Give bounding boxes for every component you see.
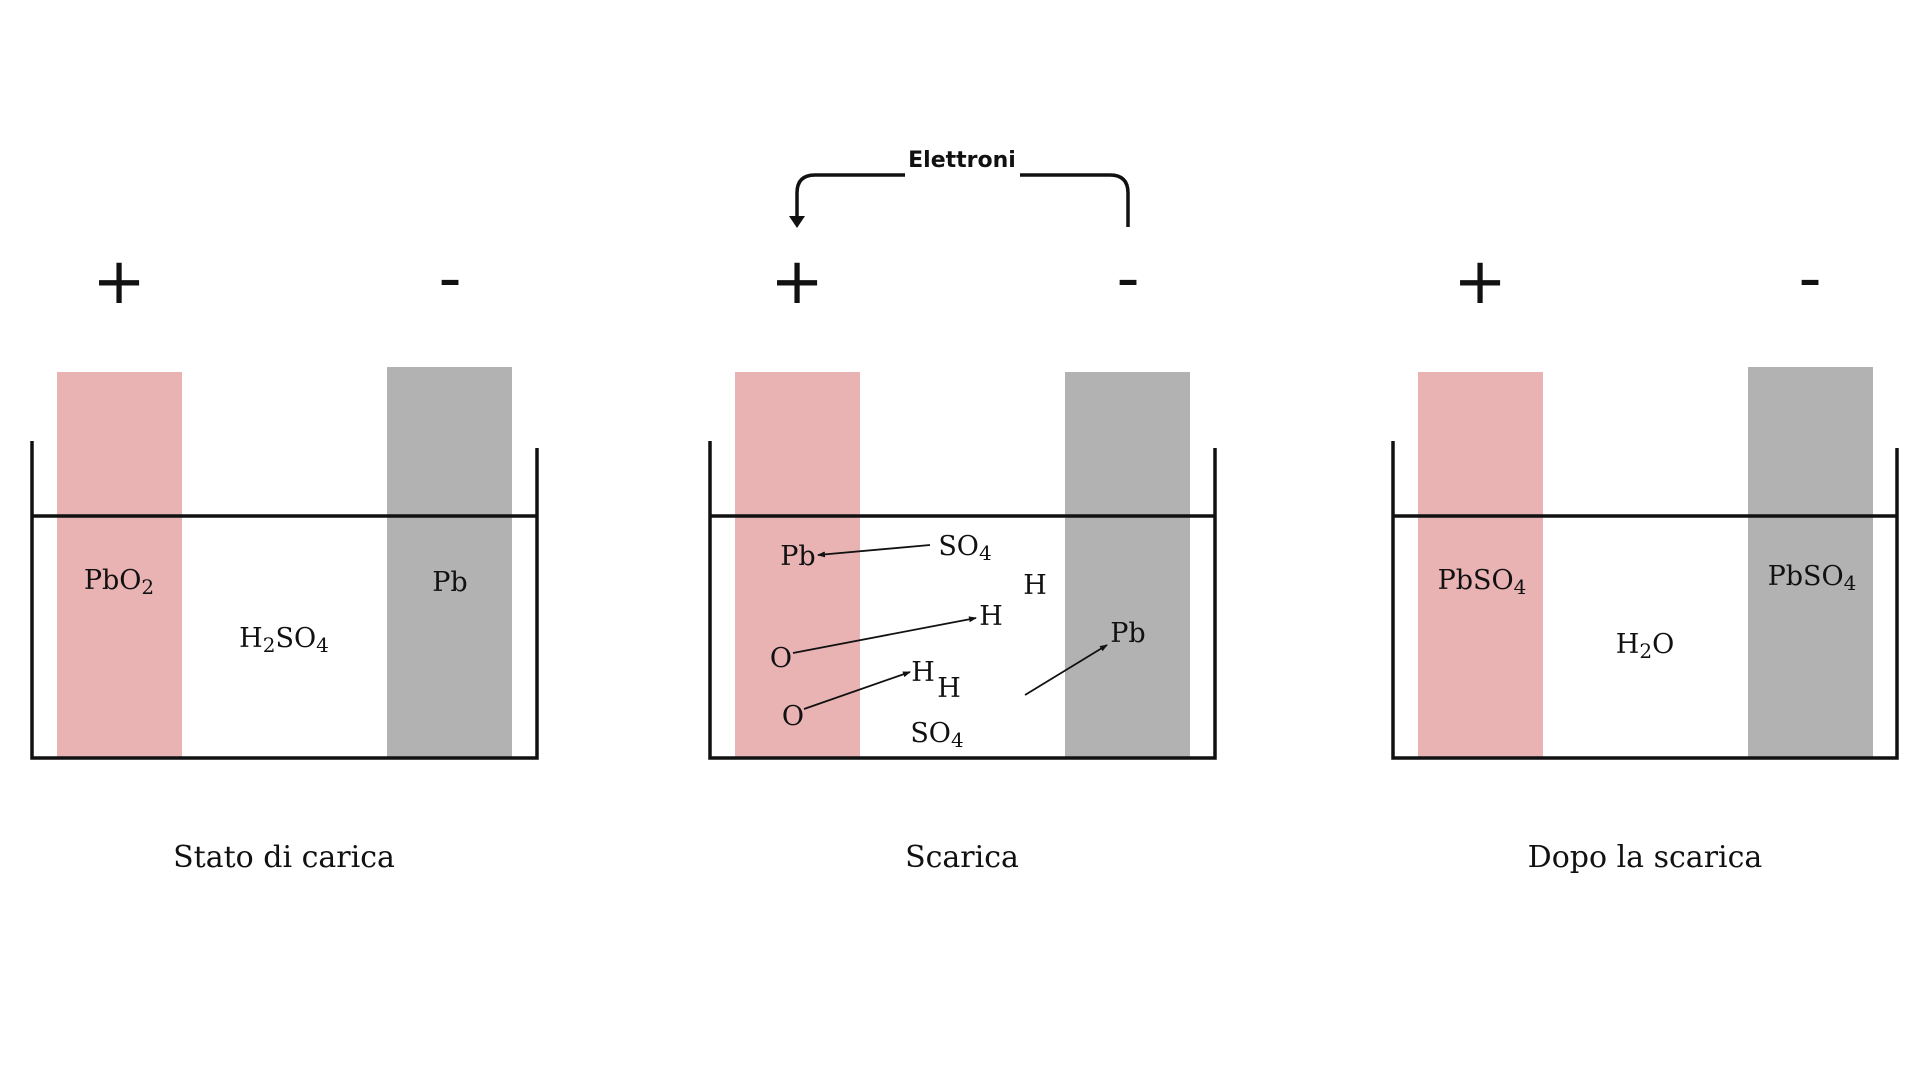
negative-sign: -: [438, 242, 461, 316]
positive-sign: +: [1453, 245, 1507, 319]
positive-electrode-label: PbO2: [84, 565, 154, 599]
panel-caption: Dopo la scarica: [1528, 840, 1763, 875]
so4-bottom-label: SO4: [910, 718, 963, 752]
pb-positive-label: Pb: [780, 541, 815, 572]
negative-electrode: [387, 367, 512, 758]
battery-container: [30, 441, 539, 760]
negative-electrode: [1748, 367, 1873, 758]
electrolyte-label: H2O: [1616, 629, 1674, 663]
panel-after-discharge: + - PbSO4 PbSO4 H2O Dopo la scarica: [1391, 242, 1899, 875]
negative-sign: -: [1116, 242, 1139, 316]
h-top-label: H: [1023, 570, 1047, 601]
arrowhead-icon: [789, 216, 805, 228]
o-upper-label: O: [770, 643, 792, 674]
negative-electrode-label: PbSO4: [1768, 561, 1857, 595]
so4-top-label: SO4: [938, 531, 991, 565]
pb-negative-label: Pb: [1110, 618, 1145, 649]
positive-electrode: [735, 372, 860, 758]
positive-sign: +: [92, 245, 146, 319]
h-low-b-label: H: [937, 673, 961, 704]
battery-container: [1391, 441, 1899, 760]
negative-electrode: [1065, 372, 1190, 758]
positive-electrode: [1418, 372, 1543, 758]
positive-sign: +: [770, 245, 824, 319]
o-lower-label: O: [782, 701, 804, 732]
panel-charged: + - PbO2 Pb H2SO4 Stato di carica: [30, 242, 539, 875]
panel-caption: Stato di carica: [173, 840, 395, 875]
so4-to-pb-arrow: [817, 544, 931, 558]
h-mid-label: H: [979, 601, 1003, 632]
to-pb-arrow: [1024, 644, 1108, 696]
o-to-h-arrow: [792, 616, 977, 654]
negative-sign: -: [1798, 242, 1821, 316]
o-to-hh-arrow: [803, 671, 911, 710]
electrolyte-label: H2SO4: [239, 623, 329, 657]
electron-flow-arrow: [795, 173, 1130, 227]
panel-discharge: Elettroni + - Pb SO4 H H O Pb H H O SO4 …: [708, 148, 1217, 875]
positive-electrode-label: PbSO4: [1438, 565, 1527, 599]
electron-flow-label: Elettroni: [908, 148, 1016, 173]
battery-container: [708, 441, 1217, 760]
h-low-a-label: H: [911, 657, 935, 688]
positive-electrode: [57, 372, 182, 758]
panel-caption: Scarica: [905, 840, 1019, 875]
negative-electrode-label: Pb: [432, 567, 467, 598]
